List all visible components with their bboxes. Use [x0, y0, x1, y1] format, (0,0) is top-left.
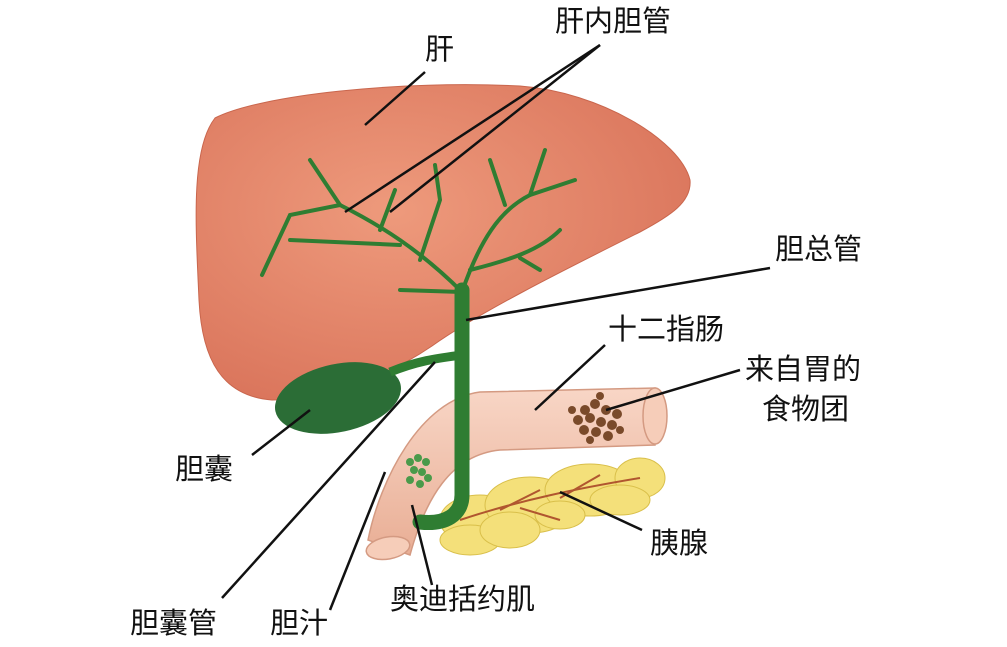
leader-duodenum — [534, 344, 606, 411]
bile-droplets — [406, 454, 432, 488]
leader-cystic-duct — [221, 361, 436, 599]
food-bolus — [568, 392, 624, 444]
leader-pancreas — [559, 490, 643, 532]
label-common-bile-duct: 胆总管 — [775, 232, 863, 266]
leader-intrahepatic-1 — [344, 43, 601, 214]
pancreas — [439, 457, 666, 556]
label-liver: 肝 — [425, 32, 455, 66]
label-intrahepatic-ducts: 肝内胆管 — [555, 4, 672, 38]
label-duodenum: 十二指肠 — [608, 312, 725, 346]
label-food-bolus-line2: 食物团 — [762, 392, 850, 426]
leader-common-bile-duct — [465, 266, 771, 322]
common-bile-duct — [412, 282, 470, 531]
liver — [195, 84, 691, 401]
label-gallbladder: 胆囊 — [175, 452, 234, 486]
label-cystic-duct: 胆囊管 — [130, 606, 218, 640]
duodenum-opening-left — [365, 535, 411, 561]
leader-sphincter — [410, 504, 434, 586]
leader-food — [605, 368, 741, 412]
duodenum-opening-right — [642, 387, 668, 445]
label-sphincter-of-oddi: 奥迪括约肌 — [390, 582, 536, 616]
label-pancreas: 胰腺 — [650, 526, 709, 560]
label-bile: 胆汁 — [270, 606, 329, 640]
label-food-bolus-line1: 来自胃的 — [745, 352, 862, 386]
intrahepatic-ducts — [260, 148, 577, 294]
leader-intrahepatic-2 — [389, 44, 601, 213]
leader-bile — [328, 471, 387, 611]
leader-gallbladder — [251, 409, 311, 456]
gallbladder — [275, 362, 401, 434]
leader-liver — [364, 71, 426, 126]
